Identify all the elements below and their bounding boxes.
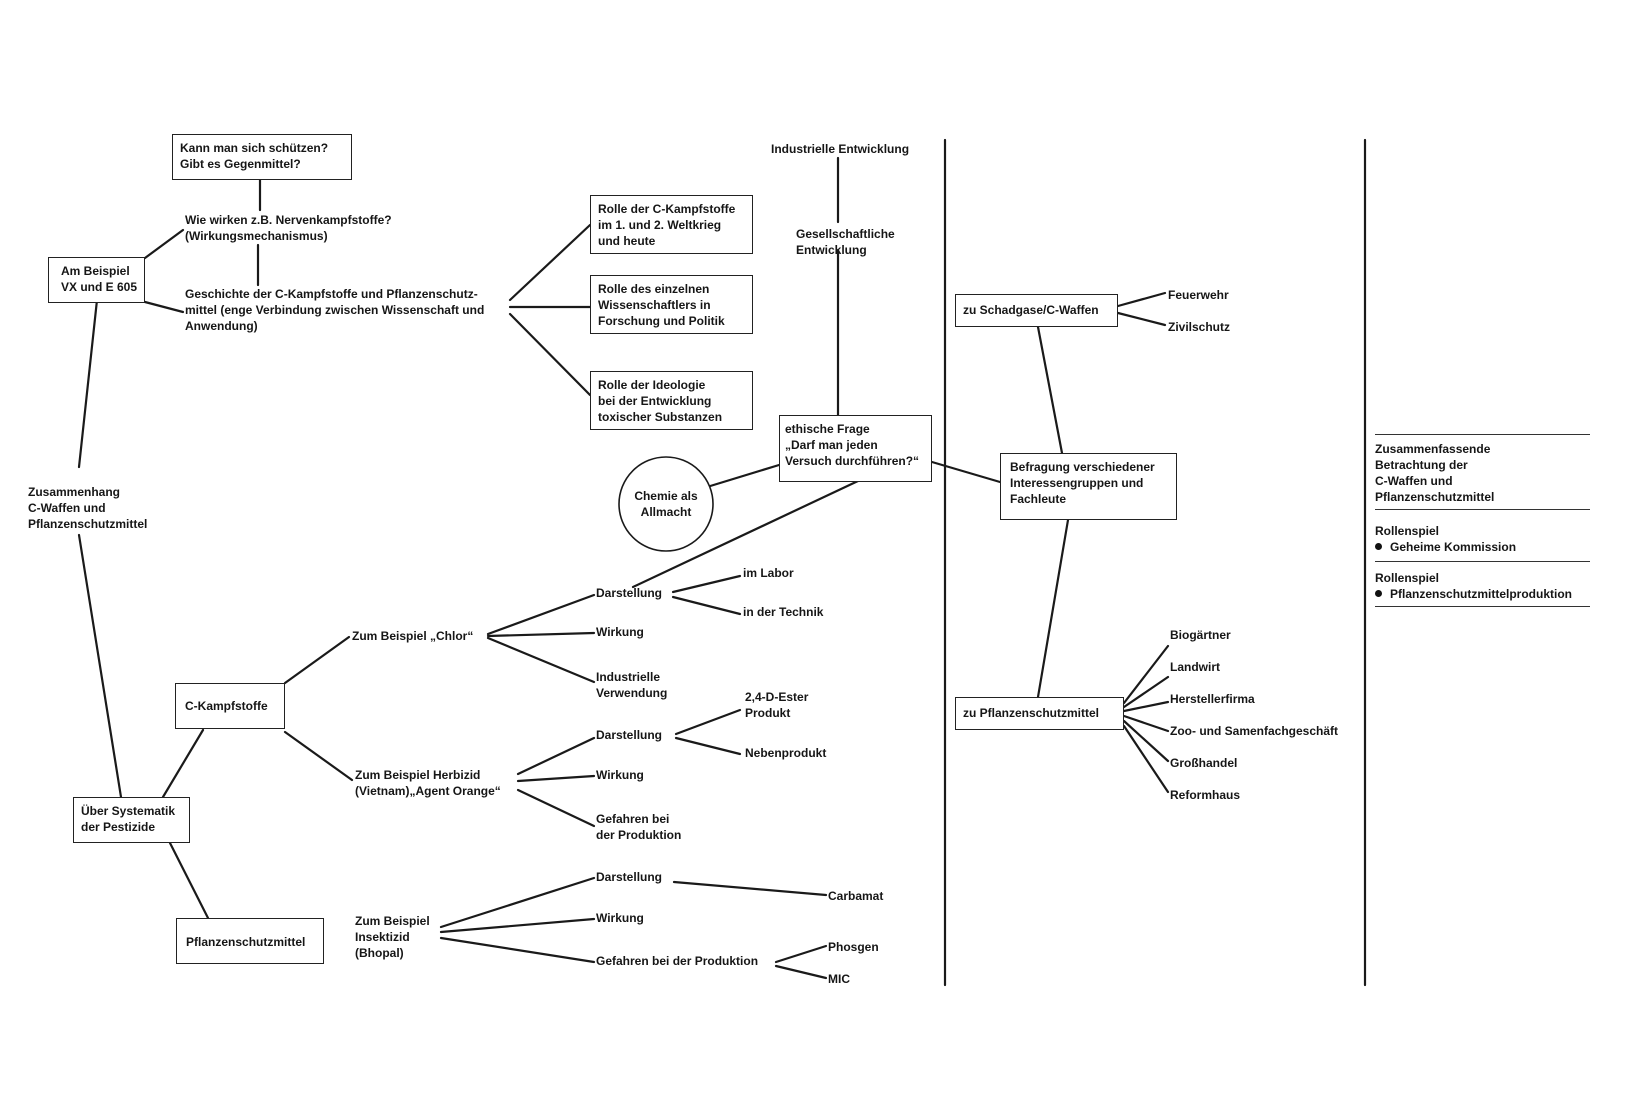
chlor-darstellung-label: Darstellung <box>596 586 663 600</box>
herbizid-byproduct-label: Nebenprodukt <box>745 746 827 760</box>
insektizid-wirkung-label: Wirkung <box>596 911 644 925</box>
stakeholder-item: Landwirt <box>1170 660 1220 674</box>
stakeholder-item: Reformhaus <box>1170 788 1241 802</box>
roleplay-1-item-label: Geheime Kommission <box>1390 540 1517 554</box>
protect-question-box: Kann man sich schützen? Gibt es Gegenmit… <box>172 134 352 180</box>
survey-plant-box: zu Pflanzenschutzmittel <box>955 697 1124 730</box>
survey-fire-label: Feuerwehr <box>1168 288 1229 302</box>
role-scientist-box: Rolle des einzelnen Wissenschaftlers in … <box>590 275 753 334</box>
stakeholder-item: Biogärtner <box>1170 628 1231 642</box>
stakeholder-item: Großhandel <box>1170 756 1238 770</box>
summary-label: Zusammenfassende Betrachtung der C-Waffe… <box>1375 442 1495 504</box>
bullet-icon <box>1375 543 1382 550</box>
stakeholder-item: Zoo- und Samenfachgeschäft <box>1170 724 1339 738</box>
herbizid-wirkung-label: Wirkung <box>596 768 644 782</box>
history-label: Geschichte der C-Kampfstoffe und Pflanze… <box>185 287 485 333</box>
stakeholder-item: Herstellerfirma <box>1170 692 1255 706</box>
herbizid-example-label: Zum Beispiel Herbizid (Vietnam)„Agent Or… <box>355 768 501 798</box>
role-ideology-box: Rolle der Ideologie bei der Entwicklung … <box>590 371 753 430</box>
herbizid-ester-label: 2,4-D-Ester Produkt <box>745 690 809 720</box>
divider-rule <box>1375 509 1590 510</box>
industrial-development-label: Industrielle Entwicklung <box>771 142 910 156</box>
chlor-lab-label: im Labor <box>743 566 794 580</box>
roleplay-2-item: Pflanzenschutzmittelproduktion <box>1375 586 1572 602</box>
insektizid-carbamat-label: Carbamat <box>828 889 884 903</box>
herbizid-danger-label: Gefahren bei der Produktion <box>596 812 682 842</box>
divider-rule <box>1375 434 1590 435</box>
c-agents-box: C-Kampfstoffe <box>175 683 285 729</box>
survey-main-box: Befragung verschiedener Interessengruppe… <box>1000 453 1177 520</box>
roleplay-2-item-label: Pflanzenschutzmittelproduktion <box>1390 587 1573 601</box>
chemistry-power-label: Chemie als Allmacht <box>634 489 698 519</box>
roleplay-2-title: Rollenspiel <box>1375 571 1440 585</box>
systematics-box: Über Systematik der Pestizide <box>73 797 190 843</box>
chlor-wirkung-label: Wirkung <box>596 625 644 639</box>
social-development-label: Gesellschaftliche Entwicklung <box>796 227 895 257</box>
connection-label: Zusammenhang C-Waffen und Pflanzenschutz… <box>28 485 148 531</box>
survey-civil-label: Zivilschutz <box>1168 320 1231 334</box>
nerve-agents-label: Wie wirken z.B. Nervenkampfstoffe? (Wirk… <box>185 213 392 243</box>
divider-rule <box>1375 561 1590 562</box>
chlor-industrial-label: Industrielle Verwendung <box>596 670 668 700</box>
divider-rule <box>1375 606 1590 607</box>
insektizid-phosgen-label: Phosgen <box>828 940 879 954</box>
roleplay-1-item: Geheime Kommission <box>1375 539 1516 555</box>
ethical-question-box: ethische Frage „Darf man jeden Versuch d… <box>779 415 932 482</box>
roleplay-1-title: Rollenspiel <box>1375 524 1440 538</box>
chlor-example-label: Zum Beispiel „Chlor“ <box>352 629 474 643</box>
example-vx-box: Am Beispiel VX und E 605 <box>48 257 145 303</box>
herbizid-darstellung-label: Darstellung <box>596 728 663 742</box>
role-wars-box: Rolle der C-Kampfstoffe im 1. und 2. Wel… <box>590 195 753 254</box>
bullet-icon <box>1375 590 1382 597</box>
insektizid-example-label: Zum Beispiel Insektizid (Bhopal) <box>355 914 430 960</box>
insektizid-mic-label: MIC <box>828 972 850 986</box>
insektizid-danger-label: Gefahren bei der Produktion <box>596 954 759 968</box>
insektizid-darstellung-label: Darstellung <box>596 870 663 884</box>
plant-protection-box: Pflanzenschutzmittel <box>176 918 324 964</box>
chlor-tech-label: in der Technik <box>743 605 824 619</box>
survey-gas-box: zu Schadgase/C-Waffen <box>955 294 1118 327</box>
